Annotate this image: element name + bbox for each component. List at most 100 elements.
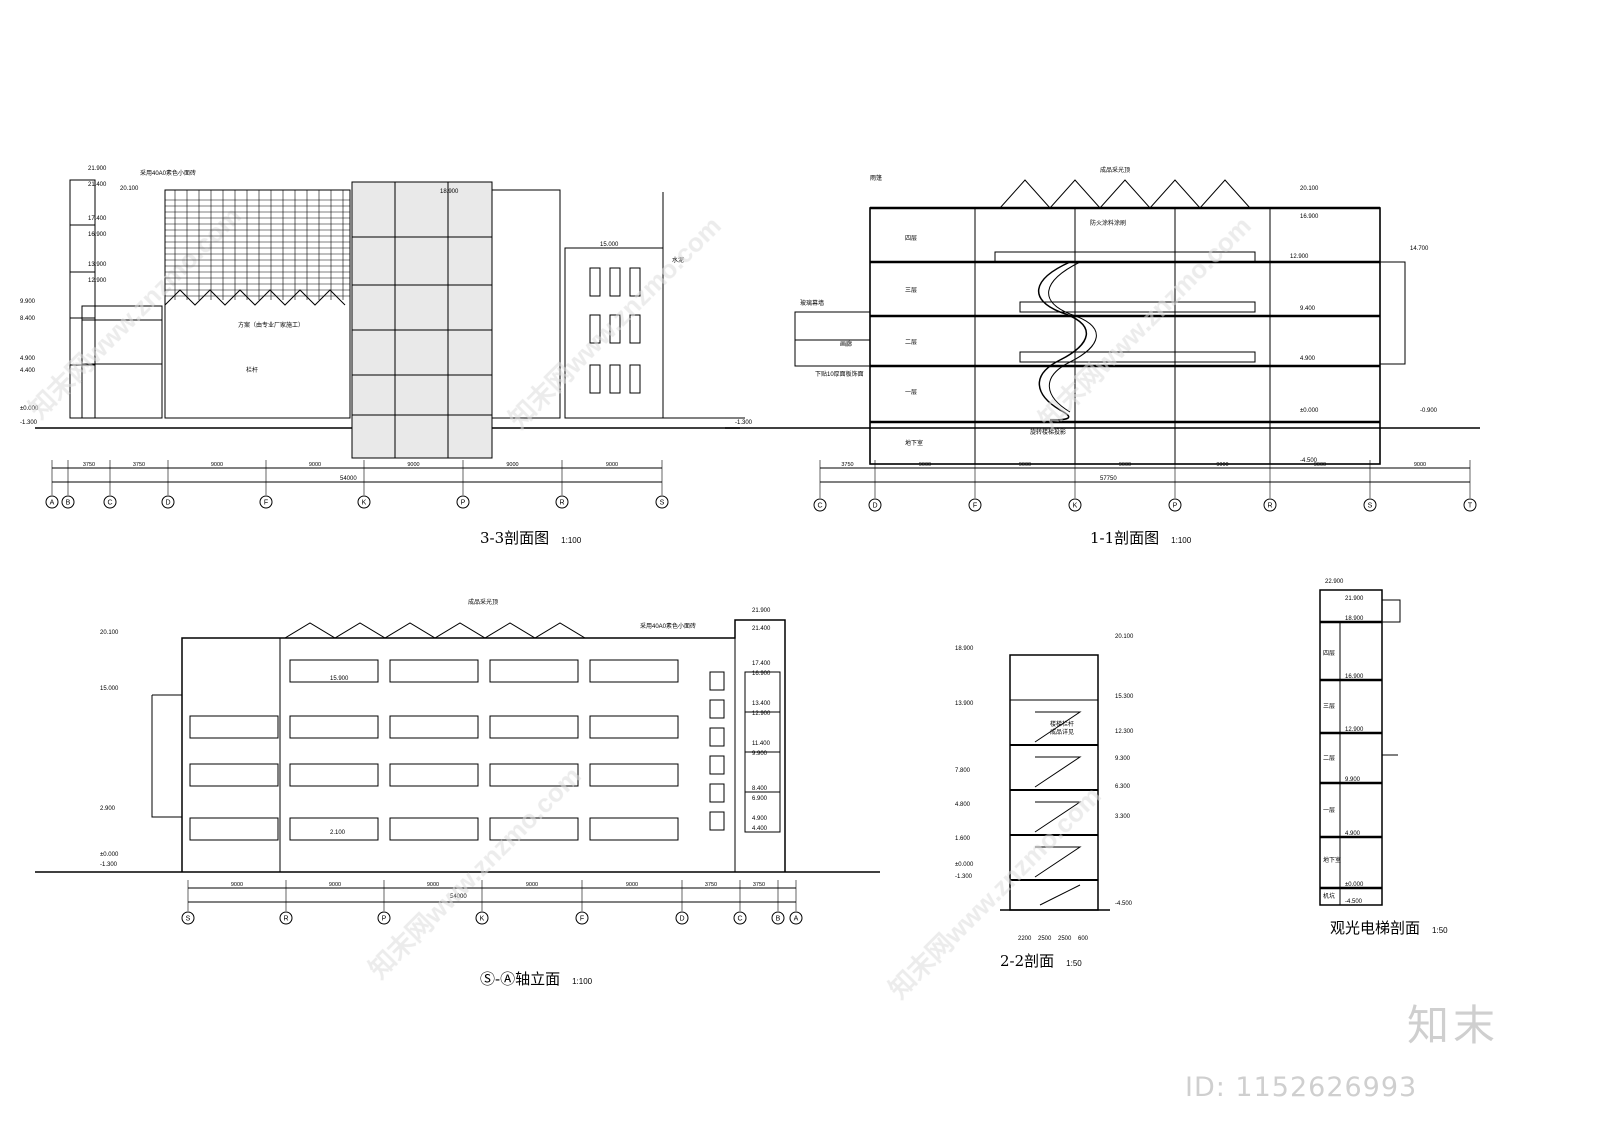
note-label: 成品采光顶	[468, 598, 498, 606]
window	[489, 659, 579, 683]
elev-label: 12.900	[88, 278, 107, 284]
note-label: 成品详见	[1050, 728, 1074, 736]
elev-label: 18.900	[440, 189, 459, 195]
window	[489, 817, 579, 841]
axis-bubble	[456, 495, 470, 509]
axis-label: P	[461, 500, 466, 507]
elev-label: -0.900	[1420, 408, 1438, 414]
elev-label: 15.900	[330, 676, 349, 682]
dim-label: 9000	[1119, 462, 1131, 468]
axis-label: A	[50, 500, 55, 507]
elev-label: 9.400	[1300, 306, 1316, 312]
elev-label: 15.300	[1115, 694, 1134, 700]
elev-label: -1.300	[735, 420, 753, 426]
elev-label: 1.600	[955, 836, 971, 842]
axis-label: P	[1173, 503, 1178, 510]
window	[389, 715, 479, 739]
axis-label: C	[107, 500, 112, 507]
dim-label: 9000	[427, 882, 439, 888]
axis-label: R	[1267, 503, 1272, 510]
elev-label: 20.100	[100, 630, 119, 636]
axis-bubble	[1463, 498, 1477, 512]
room-label: 画廊	[840, 340, 852, 348]
room-label: 二层	[1323, 755, 1335, 762]
title-text: 3-3剖面图	[480, 529, 550, 547]
elev-label: -1.300	[20, 420, 38, 426]
elev-label: 12.900	[1345, 727, 1364, 733]
elev-label: 16.900	[1300, 214, 1319, 220]
axis-bubble	[789, 911, 803, 925]
note-label: 水泥	[672, 256, 684, 264]
dim-label: 3750	[753, 882, 765, 888]
title-text: 观光电梯剖面	[1330, 919, 1421, 937]
elev-label: 4.400	[752, 826, 768, 832]
axis-bubble	[259, 495, 273, 509]
window	[389, 817, 479, 841]
dim-total: 57750	[1100, 476, 1117, 482]
elev-label: 4.400	[20, 368, 36, 374]
scale-text: 1:100	[1171, 536, 1192, 545]
elev-label: 17.400	[88, 216, 107, 222]
room-label: 三层	[905, 287, 917, 294]
dim-label: 3750	[83, 462, 95, 468]
axis-label: T	[1468, 503, 1473, 510]
elev-label: 14.700	[1410, 246, 1429, 252]
window	[589, 817, 679, 841]
elev-label: 8.400	[20, 316, 36, 322]
elev-label: 9.300	[1115, 756, 1131, 762]
axis-label: R	[559, 500, 564, 507]
note-label: 栏杆	[246, 366, 258, 374]
dim-label: 9000	[1314, 462, 1326, 468]
axis-label: F	[264, 500, 268, 507]
dim-label: 9000	[506, 462, 518, 468]
axis-label: S	[660, 500, 665, 507]
elev-label: ±0.000	[955, 862, 974, 868]
window	[189, 817, 279, 841]
dim-label: 9000	[309, 462, 321, 468]
dim-label: 3750	[133, 462, 145, 468]
elev-label: -4.500	[1345, 899, 1363, 905]
dim-label: 2200	[1018, 936, 1032, 942]
title-text: Ⓢ-Ⓐ轴立面	[480, 970, 561, 988]
window	[489, 715, 579, 739]
elev-label: -4.500	[1115, 901, 1133, 907]
elev-label: 4.900	[20, 356, 36, 362]
elev-label: ±0.000	[1300, 408, 1319, 414]
section-3-3	[35, 179, 745, 459]
elev-label: 21.400	[752, 626, 771, 632]
axis-bubble	[655, 495, 669, 509]
axis-bubble	[675, 911, 689, 925]
window	[389, 763, 479, 787]
dim-total: 54000	[450, 894, 467, 900]
axis-bubble	[771, 911, 785, 925]
window	[189, 715, 279, 739]
axis-label: D	[165, 500, 170, 507]
elev-label: 9.900	[20, 299, 36, 305]
room-label: 四层	[1323, 650, 1335, 657]
axis-label: C	[817, 503, 822, 510]
axis-bubble	[45, 495, 59, 509]
room-label: 一层	[1323, 807, 1335, 814]
axis-bubble	[733, 911, 747, 925]
axis-label: S	[1368, 503, 1373, 510]
glass-grid	[165, 190, 350, 300]
dim-label: 2500	[1038, 936, 1052, 942]
window	[289, 659, 379, 683]
axis-bubble	[575, 911, 589, 925]
note-label: 旋转楼梯投影	[1030, 428, 1066, 436]
elev-label: 21.900	[88, 166, 107, 172]
elev-label: 16.900	[88, 232, 107, 238]
axis-label: K	[1073, 503, 1078, 510]
axis-bubble	[181, 911, 195, 925]
axis-label: R	[283, 916, 288, 923]
elev-label: 21.900	[1345, 596, 1364, 602]
elev-label: ±0.000	[1345, 882, 1364, 888]
note-label: 防火涂料涂刷	[1090, 219, 1126, 227]
room-label: 二层	[905, 339, 917, 346]
